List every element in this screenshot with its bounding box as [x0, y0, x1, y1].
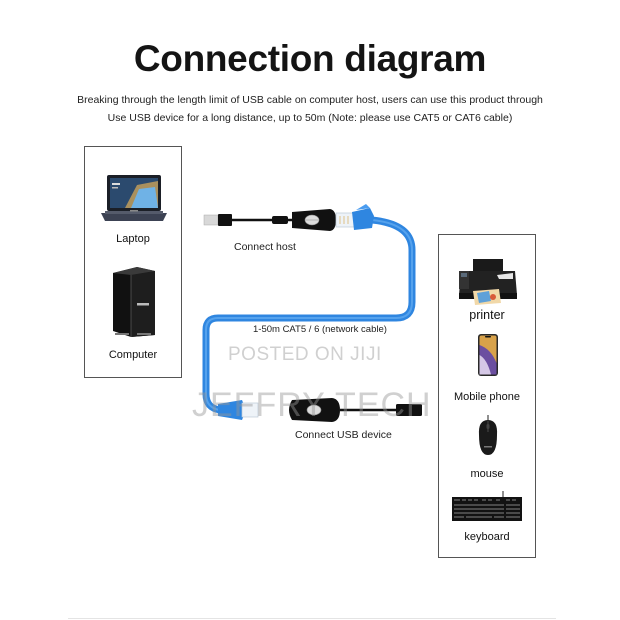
connect-usb-device-label: Connect USB device [295, 429, 392, 441]
printer-icon [455, 257, 521, 307]
mobile-phone-icon [477, 333, 499, 377]
mouse-icon [477, 415, 499, 457]
watermark-posted-on: POSTED ON JIJI [228, 344, 382, 365]
computer-label: Computer [108, 349, 158, 361]
desktop-tower-icon [107, 265, 161, 339]
host-devices-panel: Laptop Computer [84, 146, 182, 378]
usb-devices-panel: printer Mobile phone mouse [438, 234, 536, 558]
network-cable-label: 1-50m CAT5 / 6 (network cable) [253, 324, 387, 335]
connect-host-label: Connect host [234, 241, 296, 253]
bottom-divider [68, 618, 556, 619]
laptop-icon [97, 173, 171, 225]
watermark-seller: JEFFRY TECH [192, 386, 432, 424]
printer-label: printer [469, 308, 505, 322]
keyboard-label: keyboard [464, 531, 510, 543]
page-title: Connection diagram [133, 38, 487, 79]
mobile-phone-label: Mobile phone [453, 391, 521, 403]
cable-diagram [190, 190, 440, 430]
mouse-label: mouse [470, 468, 504, 480]
subtitle-line-1: Breaking through the length limit of USB… [77, 94, 543, 106]
subtitle-line-2: Use USB device for a long distance, up t… [107, 112, 513, 124]
keyboard-icon [451, 491, 523, 523]
laptop-label: Laptop [116, 233, 150, 245]
